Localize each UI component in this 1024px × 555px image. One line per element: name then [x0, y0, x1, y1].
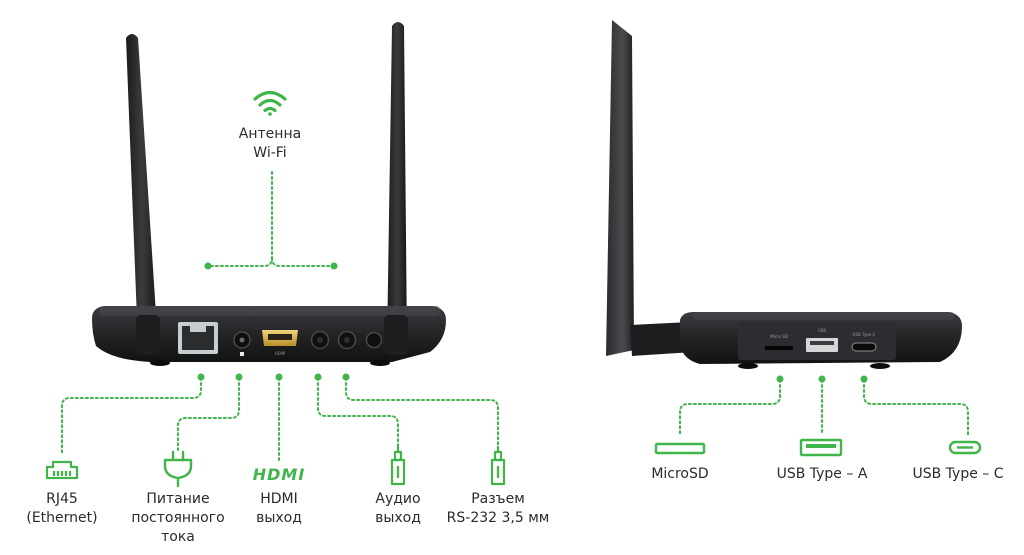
power-plug-icon	[163, 450, 193, 488]
rs232-jack-icon	[490, 446, 506, 486]
extra-port	[365, 331, 383, 349]
hdmi-logo-text: HDMI	[253, 465, 306, 484]
wifi-icon	[253, 90, 287, 116]
usb-a-icon	[799, 438, 843, 457]
hdmi-label: HDMI выход	[256, 491, 302, 526]
side-antenna	[606, 20, 634, 356]
rj45-port	[178, 322, 218, 354]
dc-power-port	[233, 331, 251, 356]
router-side-view: Micro SD USB USB Type-C	[606, 20, 962, 369]
hdmi-logo-icon: HDMI	[253, 465, 306, 484]
ethernet-port-icon	[45, 460, 79, 480]
usb-a-port: USB	[806, 328, 838, 352]
right-antenna	[387, 22, 407, 345]
usb-c-callout-line	[863, 379, 969, 437]
audio-callout-line	[317, 377, 399, 449]
hdmi-port: HDMI	[262, 330, 298, 356]
callout-lines	[61, 171, 969, 461]
microsd-port-label: Micro SD	[770, 334, 788, 339]
left-antenna	[126, 34, 158, 345]
usb-c-label: USB Type – C	[912, 466, 1004, 482]
callout-dots	[197, 262, 868, 383]
audio-label: Аудио выход	[375, 491, 421, 526]
audio-jack-icon	[390, 446, 406, 486]
rj45-label: RJ45 (Ethernet)	[26, 491, 98, 526]
antenna-callout-line	[207, 171, 335, 267]
rs232-label: Разъем RS-232 3,5 мм	[446, 491, 550, 526]
usb-c-port-label: USB Type-C	[853, 332, 876, 337]
router-rear-view: HDMI	[92, 22, 446, 366]
usb-c-port: USB Type-C	[851, 332, 877, 352]
usb-c-icon	[948, 440, 982, 455]
microsd-card-icon	[654, 442, 706, 455]
rs232-callout-line	[345, 377, 499, 449]
power-label: Питание постоянного тока	[131, 491, 225, 545]
usb-a-label: USB Type – A	[776, 466, 868, 482]
microsd-slot: Micro SD	[765, 334, 793, 350]
rj45-callout-line	[61, 377, 202, 456]
antenna-label: Антенна Wi-Fi	[238, 126, 302, 161]
hdmi-port-label: HDMI	[275, 351, 286, 356]
usb-port-label: USB	[818, 328, 826, 333]
microsd-label: MicroSD	[651, 466, 709, 482]
power-callout-line	[177, 377, 240, 451]
microsd-callout-line	[679, 379, 781, 437]
